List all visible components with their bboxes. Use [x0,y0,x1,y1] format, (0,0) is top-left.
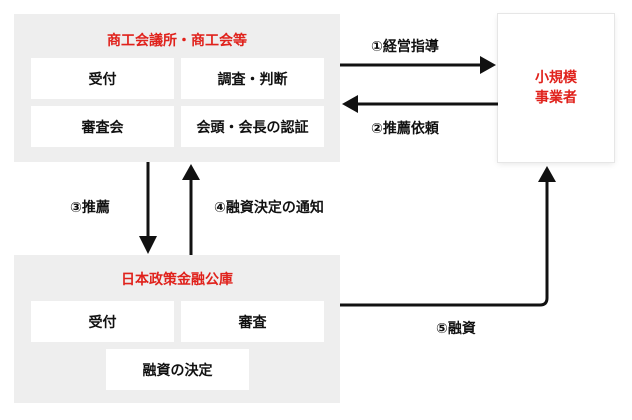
jfc-reception-box: 受付 [31,301,174,342]
arrow-decision-notice [182,164,200,255]
step5-label: ⑤融資 [436,321,476,337]
chamber-examination-box: 審査会 [31,106,174,147]
chamber-panel: 商工会議所・商工会等 受付 調査・判断 審査会 会頭・会長の認証 [14,14,340,162]
arrow-financing [340,166,556,307]
step2-label: ②推薦依頼 [371,121,439,137]
chamber-title: 商工会議所・商工会等 [107,33,247,49]
small-business-box: 小規模 事業者 [498,14,614,162]
arrow-recommendation [139,162,157,254]
step3-label: ③推薦 [70,200,110,216]
chamber-approval-box: 会頭・会長の認証 [181,106,324,147]
jfc-title: 日本政策金融公庫 [121,272,233,288]
step4-label: ④融資決定の通知 [214,200,324,216]
arrow-recommendation-request [342,95,498,113]
chamber-investigation-box: 調査・判断 [181,58,324,99]
chamber-reception-box: 受付 [31,58,174,99]
step1-label: ①経営指導 [371,39,439,55]
small-business-title-line2: 事業者 [535,90,577,106]
small-business-title-line1: 小規模 [535,70,577,86]
jfc-decision-box: 融資の決定 [106,349,249,390]
jfc-panel: 日本政策金融公庫 受付 審査 融資の決定 [14,255,340,403]
arrow-guidance [340,56,496,74]
jfc-examination-box: 審査 [181,301,324,342]
